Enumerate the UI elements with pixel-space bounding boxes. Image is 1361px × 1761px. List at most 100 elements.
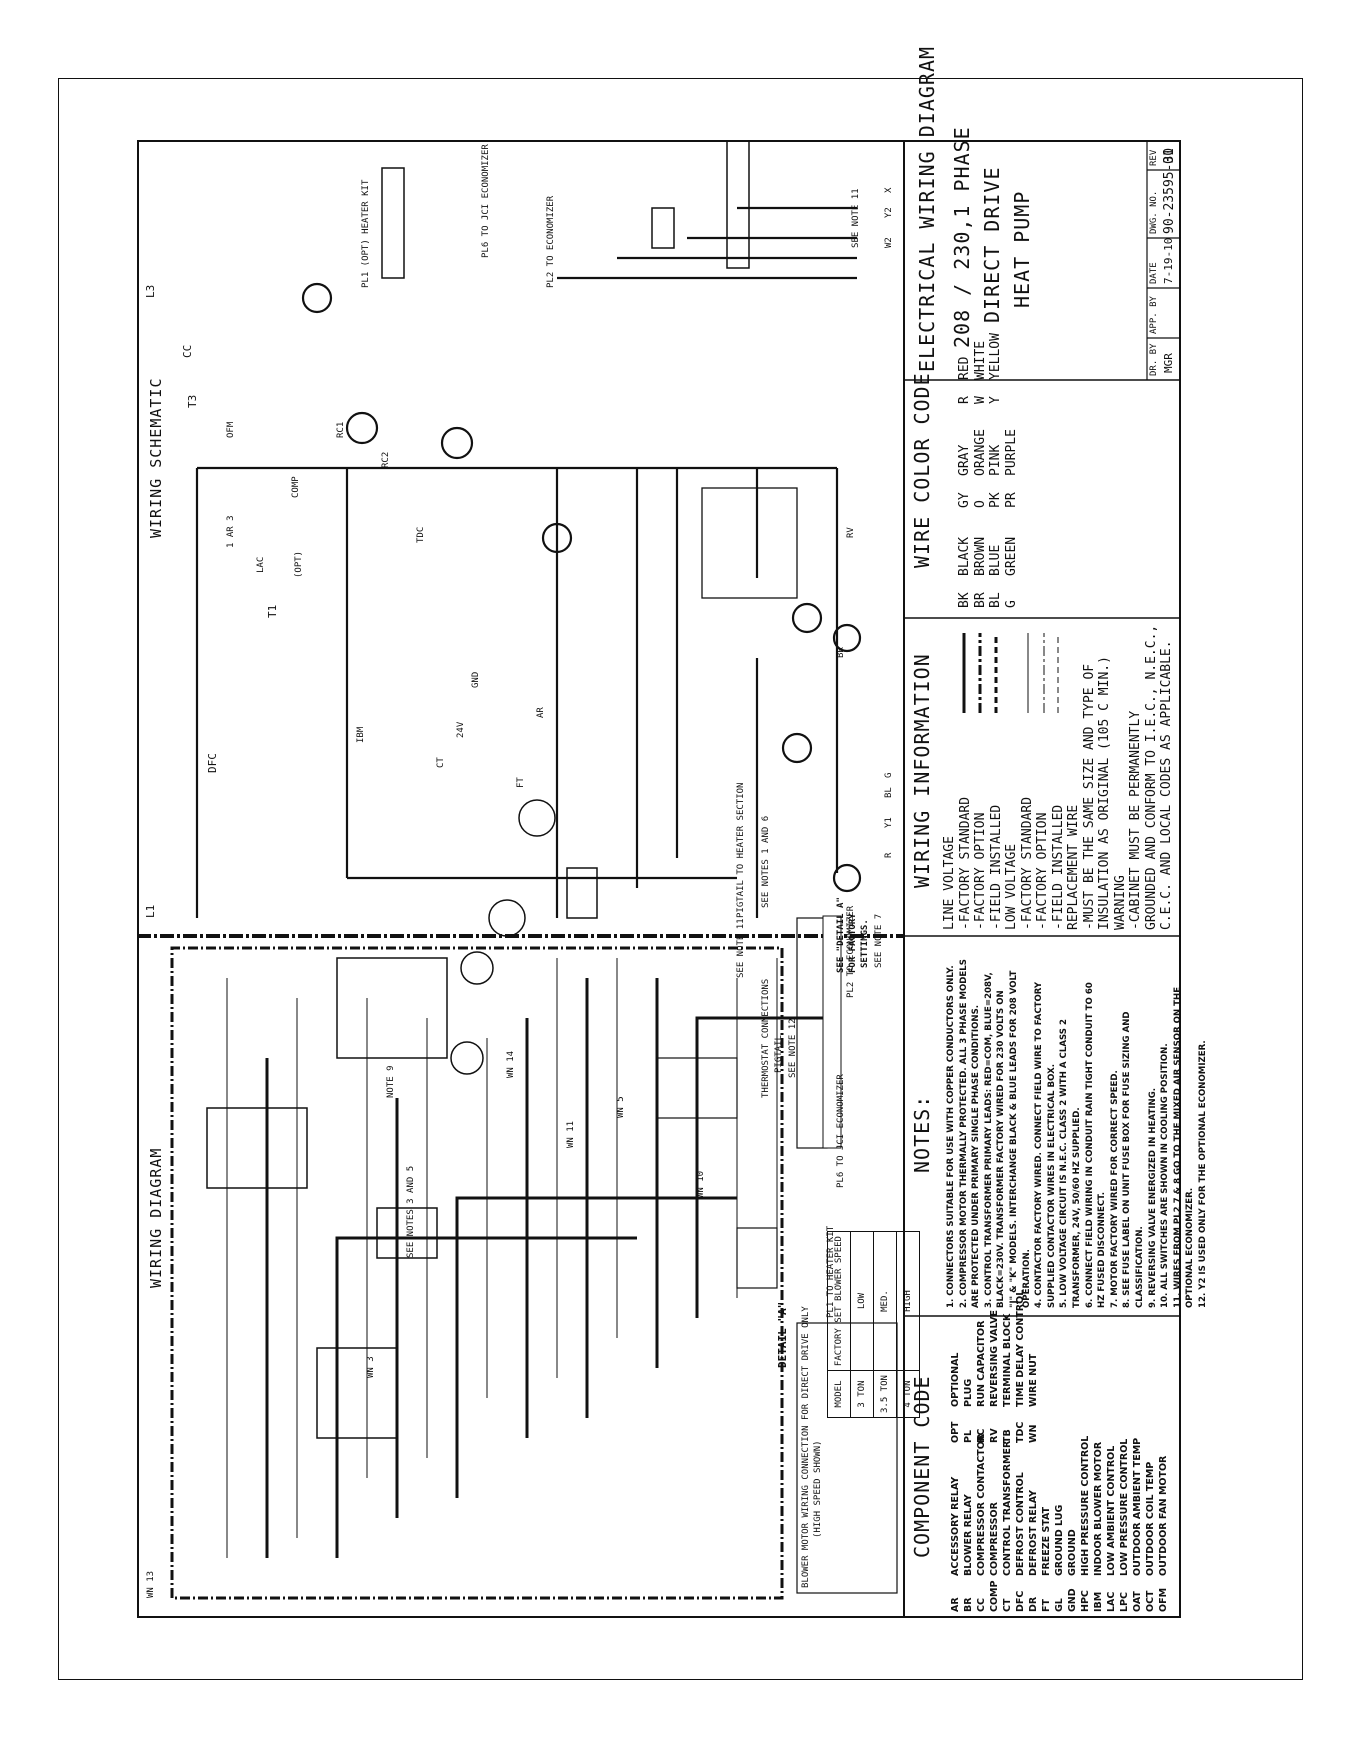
schematic-label-y1: Y1 <box>884 817 894 828</box>
component-abbr: OCT <box>1145 1590 1156 1612</box>
schematic-label-dfc: DFC <box>206 753 219 773</box>
component-row: OFMOUTDOOR FAN MOTOR <box>1157 1434 1170 1612</box>
wiring-diagram-title: WIRING DIAGRAM <box>147 1147 165 1288</box>
component-name: PLUG <box>963 1378 974 1407</box>
component-name: CONTROL TRANSFORMER <box>1002 1440 1013 1576</box>
diagram-label-see-notes-16: SEE NOTES 1 AND 6 <box>761 815 771 908</box>
note-line: 8. SEE FUSE LABEL ON UNIT FUSE BOX FOR F… <box>1122 1011 1133 1308</box>
component-abbr: DFC <box>1015 1590 1026 1612</box>
component-row: HPC HIGH PRESSURE CONTROL <box>1079 1434 1092 1612</box>
title-line-1: ELECTRICAL WIRING DIAGRAM <box>915 45 939 372</box>
component-name: LOW AMBIENT CONTROL <box>1106 1445 1117 1576</box>
schematic-label-tdc: TDC <box>416 526 426 543</box>
wire-color-name: BLACK <box>957 536 972 576</box>
wiring-info-line: INSULATION AS ORIGINAL (105 C MIN.) <box>1097 656 1112 930</box>
component-name: GROUND <box>1067 1529 1078 1576</box>
component-abbr: CC <box>976 1598 987 1612</box>
component-name: BLOWER RELAY <box>963 1494 974 1576</box>
wire-color-abbr: PR <box>1003 492 1019 508</box>
component-row: GLGROUND LUG <box>1053 1434 1066 1612</box>
component-name: HIGH PRESSURE CONTROL <box>1080 1435 1091 1576</box>
schematic-label-lac: LAC <box>256 556 266 573</box>
outer-border <box>58 78 1303 1680</box>
settings: SETTINGS. <box>860 919 870 968</box>
component-abbr: OAT <box>1132 1591 1143 1612</box>
wire-color-abbr: BK <box>957 592 972 608</box>
notes-list: 1. CONNECTORS SUITABLE FOR USE WITH COPP… <box>945 959 1209 1308</box>
component-abbr: FT <box>1041 1599 1052 1612</box>
component-name: ACCESSORY RELAY <box>950 1476 961 1576</box>
note-line: HZ FUSED DISCONNECT. <box>1097 1192 1108 1308</box>
wire-color-name: BROWN <box>972 536 988 576</box>
wire-color-name: WHITE <box>972 340 988 380</box>
component-abbr: TB <box>1002 1429 1013 1443</box>
diagram-label-wn10: WN 10 <box>696 1170 706 1198</box>
wire-color-code-title: WIRE COLOR CODE <box>910 372 934 568</box>
component-row: OPT OPTIONAL <box>949 1290 962 1444</box>
wire-color-row: GGREENPRPURPLE <box>1004 333 1020 608</box>
wiring-diagram <box>170 799 898 1600</box>
component-row: CCCOMPRESSOR CONTACTOR <box>975 1434 988 1612</box>
schematic-label-rc1: RC1 <box>336 421 346 438</box>
note-line: OPTIONAL ECONOMIZER. <box>1185 1187 1196 1308</box>
component-name: WIRE NUT <box>1028 1353 1039 1407</box>
schematic-label-ct: CT <box>436 757 446 768</box>
detail-table-speed: MED. <box>873 1231 897 1371</box>
component-abbr: OFM <box>1158 1587 1169 1612</box>
schematic-label-ar3: 1 AR 3 <box>226 515 236 548</box>
detail-a-subcaption: (HIGH SPEED SHOWN) <box>813 1440 823 1538</box>
component-code-title: COMPONENT CODE <box>910 1375 934 1558</box>
component-code-list-left: ARACCESSORY RELAY BRBLOWER RELAY CCCOMPR… <box>949 1434 1170 1612</box>
wire-color-abbr: Y <box>988 396 1003 404</box>
wire-color-abbr: W <box>972 396 988 404</box>
title-line-3: DIRECT DRIVE <box>980 166 1004 324</box>
wiring-schematic-title: WIRING SCHEMATIC <box>147 377 165 539</box>
note-line: 4. CONTACTOR FACTORY WIRED. CONNECT FIEL… <box>1034 981 1045 1308</box>
diagram-label-pigtail: PIGTAIL <box>774 1035 784 1073</box>
component-abbr: BR <box>963 1597 974 1612</box>
diagram-label-pigtail-heater: PIGTAIL TO HEATER SECTION <box>736 782 746 918</box>
schematic-label-bl: BL <box>884 787 894 798</box>
schematic-label-pl2: PL2 TO ECONOMIZER <box>546 195 556 288</box>
schematic-label-24v: 24V <box>456 721 466 738</box>
component-abbr: RC <box>976 1428 987 1443</box>
schematic-label-x: X <box>884 187 894 193</box>
component-row: BR BLOWER RELAY <box>962 1434 975 1612</box>
drawing-sheet: WIRING DIAGRAM WIRING SCHEMATIC L1 L3 T1… <box>137 46 1208 1618</box>
diagram-label-wn14: WN 14 <box>506 1050 516 1078</box>
wire-color-row: BKBLACKGYGRAYRRED <box>957 333 973 608</box>
detail-table-header-speed: FACTORY SET BLOWER SPEED <box>827 1231 851 1371</box>
component-row: FTFREEZE STAT <box>1040 1434 1053 1612</box>
component-abbr: HPC <box>1080 1590 1091 1612</box>
component-abbr: OPT <box>950 1421 961 1443</box>
schematic-label-rc2: RC2 <box>381 451 391 468</box>
dr-by-label: DR. BY <box>1149 343 1159 376</box>
wiring-info-line: C.E.C. AND LOCAL CODES AS APPLICABLE. <box>1159 640 1174 930</box>
schematic-label-t1: T1 <box>266 604 279 618</box>
component-row: RCRUN CAPACITOR <box>975 1290 988 1443</box>
wire-color-name: RED <box>957 356 972 380</box>
component-abbr: COMP <box>989 1580 1000 1612</box>
component-name: OPTIONAL <box>950 1352 961 1408</box>
component-row: OCTOUTDOOR COIL TEMP <box>1144 1434 1157 1612</box>
wire-color-abbr: G <box>1003 600 1019 608</box>
wire-color-row: BLBLUEPKPINKYYELLOW <box>988 333 1004 608</box>
component-row: DFCDEFROST CONTROL <box>1014 1434 1027 1612</box>
schematic-label-comp: COMP <box>291 476 301 498</box>
rev-label: REV <box>1149 149 1159 166</box>
notes-title: NOTES: <box>910 1094 934 1173</box>
note-line: 3. CONTROL TRANSFORMER PRIMARY LEADS: RE… <box>983 972 994 1308</box>
wire-color-name: YELLOW <box>988 333 1003 380</box>
component-abbr: CT <box>1002 1598 1013 1612</box>
note-line: CLASSIFICATION. <box>1134 1226 1145 1308</box>
wire-color-abbr: R <box>957 396 972 404</box>
note-line: 5. LOW VOLTAGE CIRCUIT IS N.E.C. CLASS 2… <box>1059 1019 1070 1308</box>
schematic-label-ibm: IBM <box>356 726 366 743</box>
component-row: TDCTIME DELAY CONTROL <box>1014 1290 1027 1443</box>
wire-color-name: PURPLE <box>1003 429 1019 476</box>
wiring-info-line: WARNING <box>1112 875 1128 930</box>
component-name: REVERSING VALVE <box>989 1309 1000 1407</box>
note-line: 10. ALL SWITCHES ARE SHOWN IN COOLING PO… <box>1160 1043 1171 1308</box>
diagram-label-thermostat: THERMOSTAT CONNECTIONS <box>761 978 771 1098</box>
